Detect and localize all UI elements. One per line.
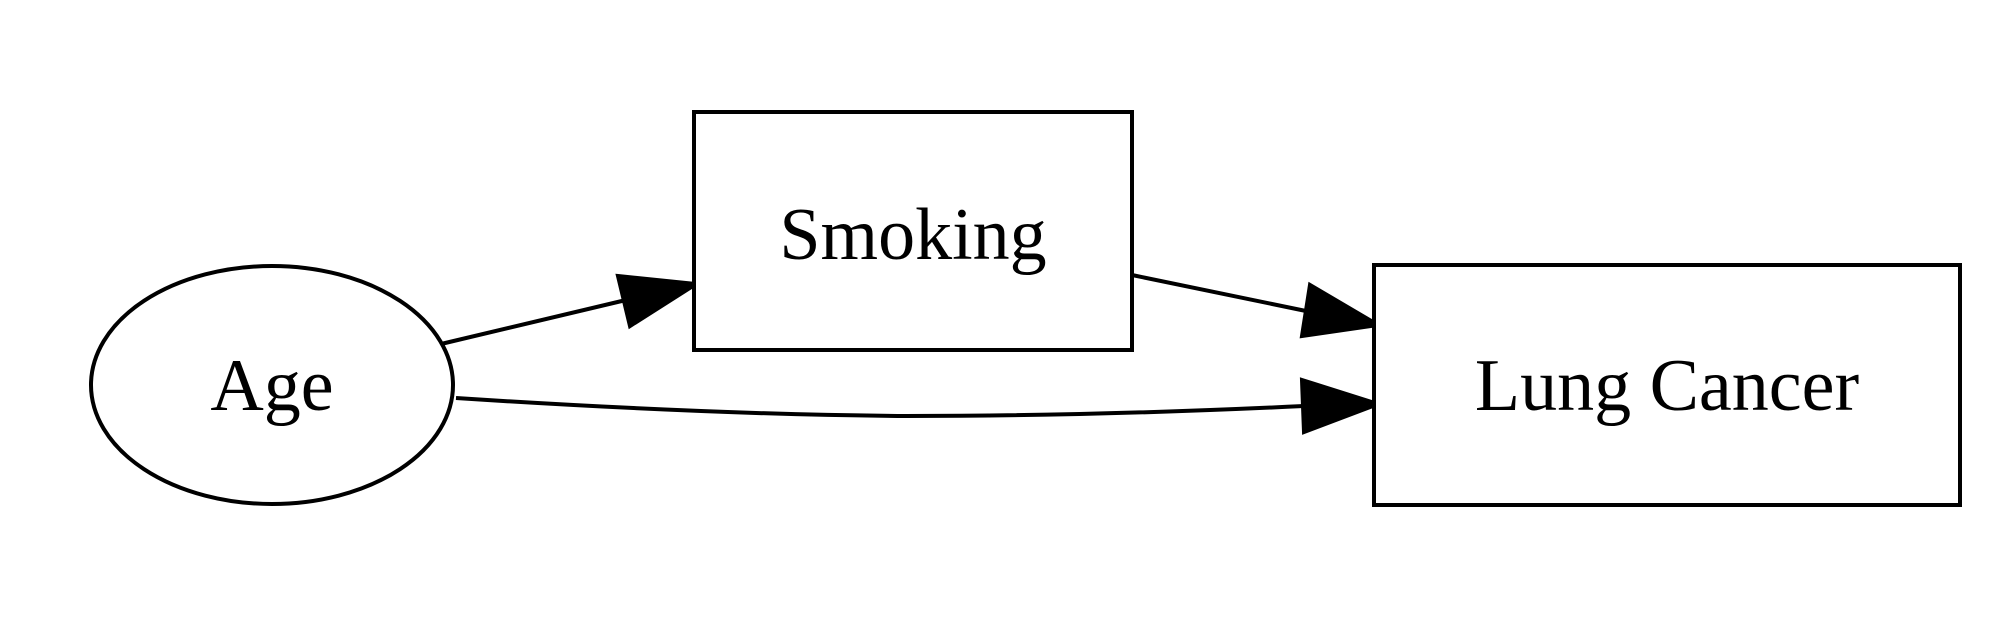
node-lung-cancer: Lung Cancer [1372,263,1962,507]
edge-line [455,396,1305,419]
node-age: Age [89,264,455,506]
node-smoking-label: Smoking [779,194,1046,276]
edge-smoking-to-lung-cancer [1131,273,1384,339]
arrowhead [1299,377,1385,435]
node-age-shape [89,264,455,506]
edge-age-to-lung-cancer [455,377,1385,435]
node-lung-cancer-shape [1372,263,1962,507]
edge-line [440,298,627,346]
arrowhead [615,273,702,330]
node-lung-cancer-label: Lung Cancer [1475,345,1859,427]
node-age-label: Age [210,345,333,427]
node-smoking: Smoking [692,110,1134,352]
edge-line [1131,273,1307,313]
edge-age-to-smoking [440,273,702,346]
node-smoking-shape [692,110,1134,352]
arrowhead [1299,281,1384,339]
